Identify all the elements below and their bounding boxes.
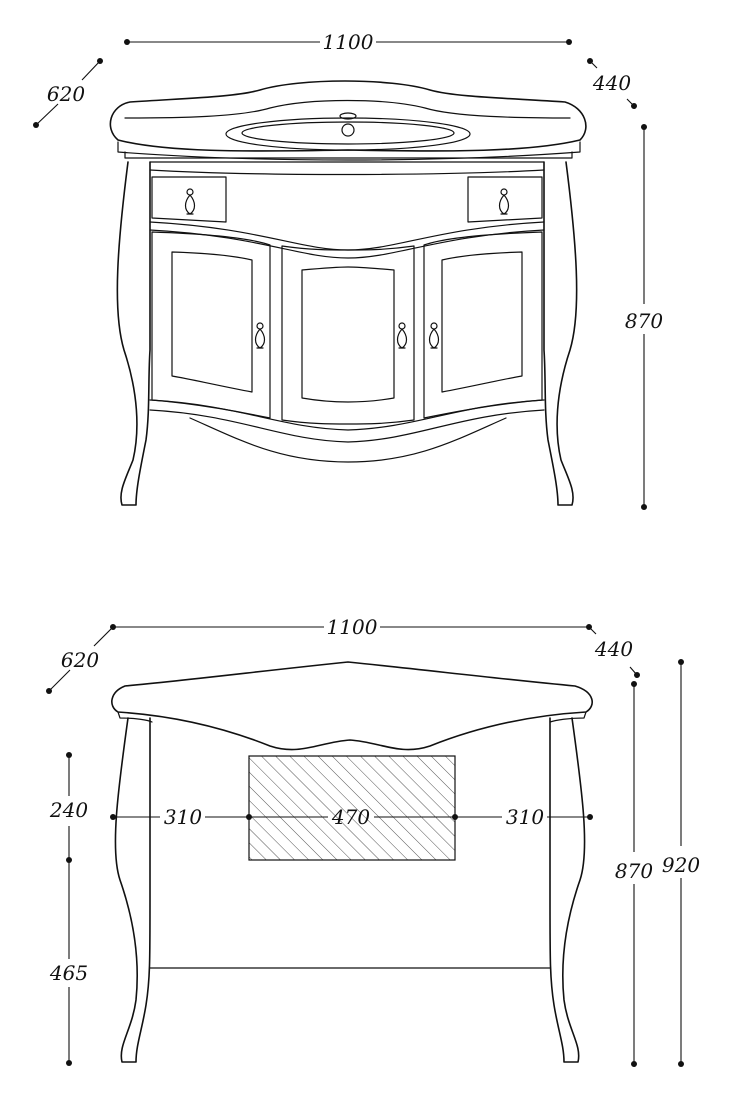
front-height-dimension: 870 — [625, 124, 663, 510]
back-horizontal-spans-dimension: 310 470 310 — [110, 805, 593, 829]
back-right-span-label: 310 — [506, 805, 544, 829]
door-center — [281, 245, 415, 425]
front-depth-top-dimension: 620 — [33, 58, 103, 128]
back-upper-offset-label: 240 — [49, 798, 88, 822]
back-legs — [114, 717, 586, 1063]
drawer-right — [467, 176, 543, 223]
handle-icon — [396, 322, 408, 349]
sink-bowl — [225, 117, 471, 151]
back-width-dimension: 1100 — [110, 615, 592, 639]
back-center-span-label: 470 — [331, 805, 370, 829]
handle-icon — [428, 322, 440, 349]
handle-icon — [254, 322, 266, 349]
back-depth-top-label: 620 — [61, 648, 99, 672]
cabinet-body — [149, 161, 545, 463]
handle-icon — [184, 188, 196, 215]
front-depth-base-dimension: 440 — [587, 58, 637, 109]
back-view: 1100 620 440 870 — [46, 615, 700, 1067]
handle-icon — [498, 188, 510, 215]
back-height-cabinet-dimension: 870 — [615, 681, 653, 1067]
back-height-total-dimension: 920 — [662, 659, 700, 1067]
back-left-span-label: 310 — [164, 805, 202, 829]
front-view: 1100 620 440 870 — [33, 30, 663, 510]
drawer-left — [151, 176, 227, 223]
back-height-cabinet-label: 870 — [615, 859, 653, 883]
front-depth-top-label: 620 — [47, 82, 85, 106]
hatched-cutout — [248, 755, 456, 861]
back-depth-base-dimension: 440 — [588, 626, 640, 678]
handles — [184, 188, 510, 349]
back-depth-top-dimension: 620 — [46, 626, 114, 694]
front-depth-base-label: 440 — [592, 71, 631, 95]
front-height-label: 870 — [625, 309, 663, 333]
back-width-label: 1100 — [327, 615, 378, 639]
drain-icon — [341, 123, 355, 137]
front-width-dimension: 1100 — [124, 30, 572, 54]
basin-top — [109, 80, 587, 161]
back-top-slab — [111, 661, 593, 751]
back-height-total-label: 920 — [662, 853, 700, 877]
back-depth-base-label: 440 — [594, 637, 633, 661]
back-lower-offset-label: 465 — [49, 961, 88, 985]
tap-hole-icon — [339, 112, 357, 120]
back-vertical-offsets-dimension: 240 465 — [49, 752, 88, 1066]
cabinet-legs — [116, 161, 578, 506]
front-width-label: 1100 — [323, 30, 374, 54]
